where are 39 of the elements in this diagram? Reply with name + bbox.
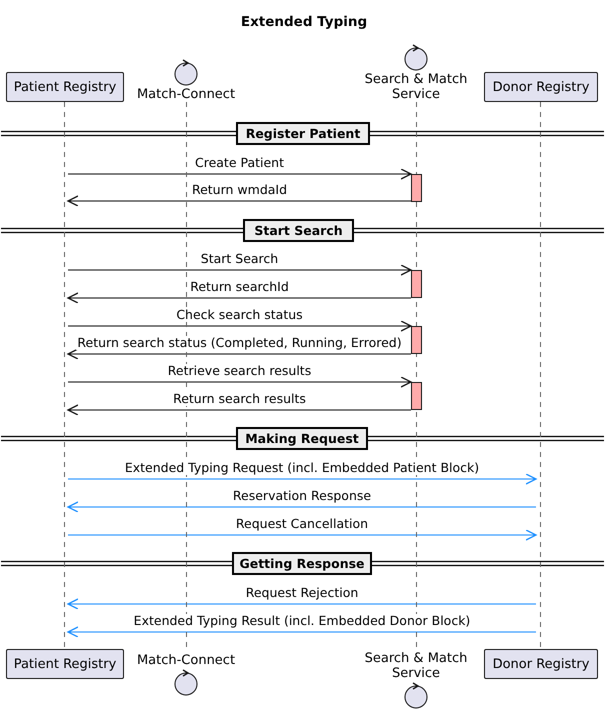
section-divider-label: Register Patient (236, 122, 370, 145)
message-arrow (68, 376, 412, 388)
participant-name: Search & Match Service (364, 650, 468, 682)
message-arrow (68, 529, 537, 541)
section-divider-label: Getting Response (232, 552, 372, 575)
participant-box: Donor Registry (484, 649, 598, 679)
message-arrow (67, 348, 412, 360)
message-label: Retrieve search results (166, 364, 314, 378)
activation-bar (411, 326, 422, 354)
diagram-title: Extended Typing (240, 14, 368, 30)
message-label: Return search results (171, 392, 308, 406)
message-label: Extended Typing Result (incl. Embedded Donor Block) (132, 614, 472, 628)
participant-box: Patient Registry (6, 72, 124, 102)
activation-bar (411, 174, 422, 202)
message-arrow (67, 292, 412, 304)
message-label: Return search status (Completed, Running, Errored) (75, 336, 404, 350)
activation-bar (411, 270, 422, 298)
participant-box: Donor Registry (484, 72, 598, 102)
message-arrow (68, 264, 412, 276)
message-arrow (67, 195, 412, 207)
message-label: Return searchId (188, 280, 291, 294)
activation-bar (411, 382, 422, 410)
section-divider-label: Start Search (243, 219, 354, 242)
participant-box: Patient Registry (6, 649, 124, 679)
message-arrow (68, 168, 412, 180)
message-label: Start Search (198, 252, 280, 266)
participant-name: Search & Match Service (364, 72, 468, 103)
message-arrow (67, 626, 536, 638)
message-arrow (68, 320, 412, 332)
message-arrow (68, 473, 537, 485)
message-arrow (67, 501, 536, 513)
message-label: Request Rejection (244, 586, 360, 600)
section-divider-label: Making Request (236, 427, 368, 450)
message-arrow (67, 404, 412, 416)
message-label: Check search status (174, 308, 305, 322)
participant-name: Match-Connect (136, 653, 236, 669)
message-label: Create Patient (192, 156, 286, 170)
message-arrow (67, 598, 536, 610)
participant-name: Match-Connect (136, 87, 236, 103)
